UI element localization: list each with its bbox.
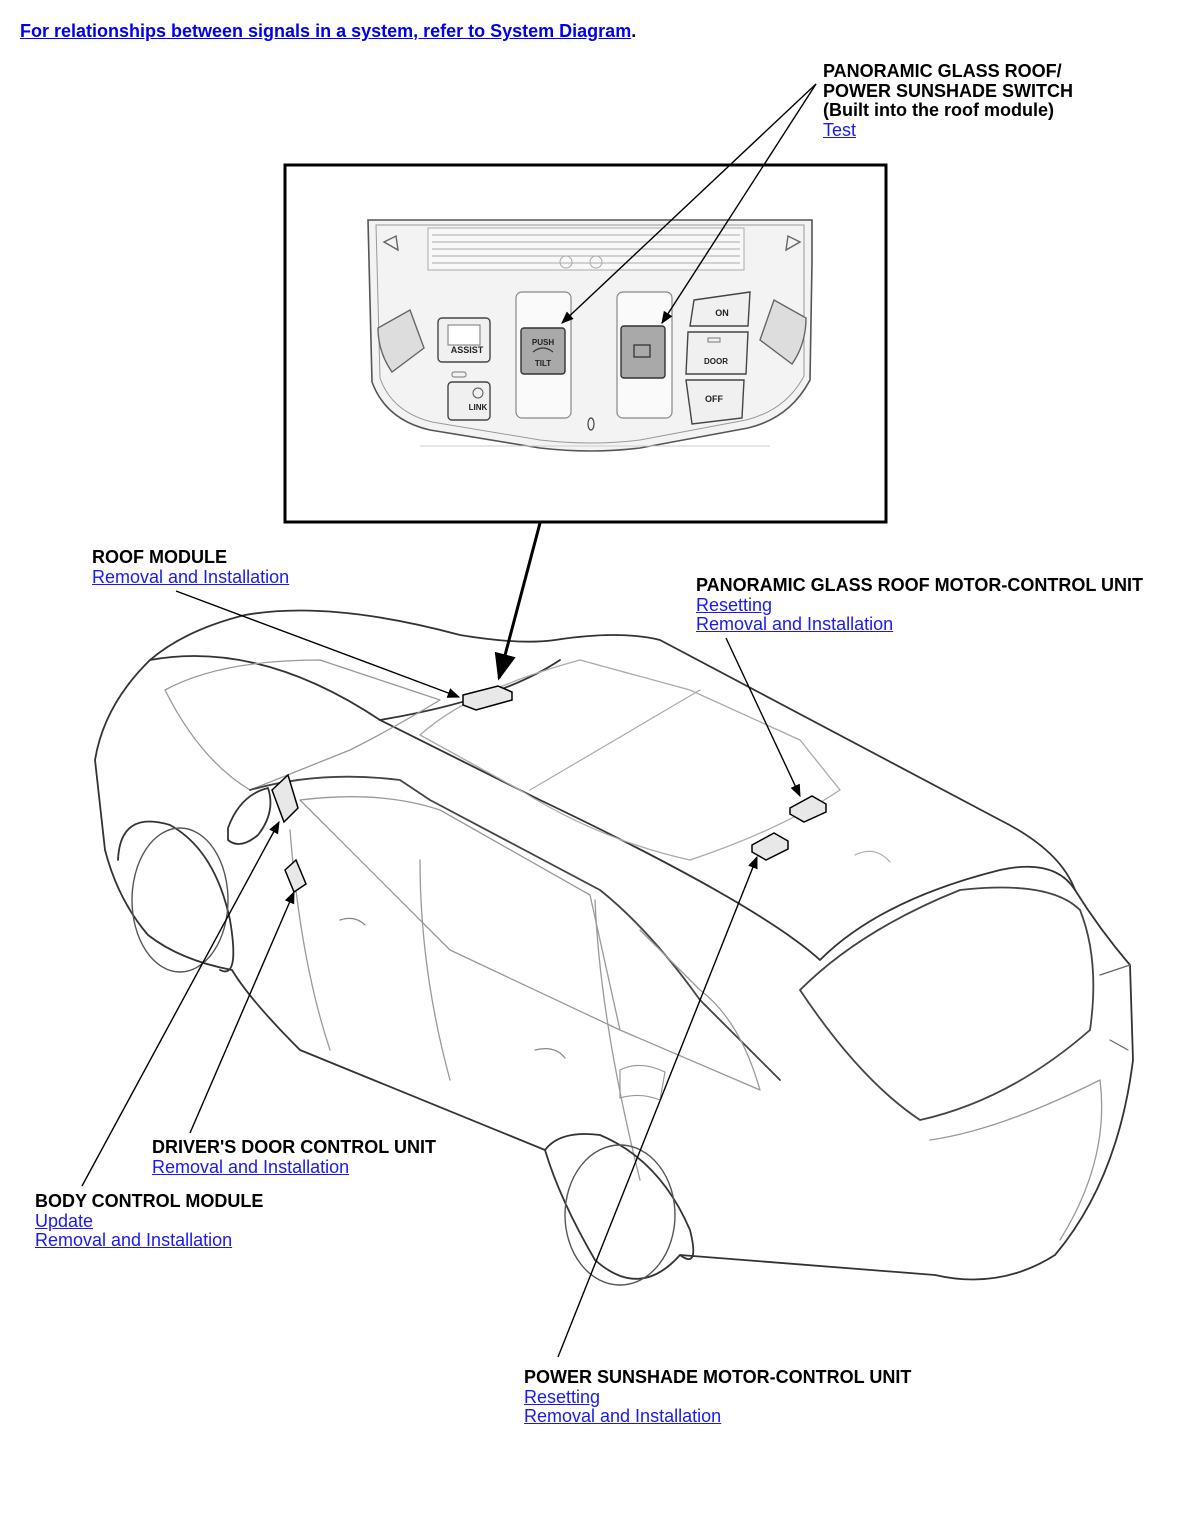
bcm-title: BODY CONTROL MODULE [35, 1191, 264, 1211]
roof-module-removal-link[interactable]: Removal and Installation [92, 566, 290, 587]
roof-module-callout: ROOF MODULE Removal and Installation [92, 547, 290, 587]
roof-motor-callout: PANORAMIC GLASS ROOF MOTOR-CONTROL UNIT … [696, 575, 1143, 635]
roof-module-inset: PUSH TILT ASSIST LINK ON DOOR OFF [283, 163, 888, 524]
door-unit-callout: DRIVER'S DOOR CONTROL UNIT Removal and I… [152, 1137, 436, 1177]
system-diagram-link[interactable]: For relationships between signals in a s… [20, 21, 632, 41]
roof-module-title: ROOF MODULE [92, 547, 227, 567]
sunshade-motor-callout: POWER SUNSHADE MOTOR-CONTROL UNIT Resett… [524, 1367, 912, 1427]
component-markers [271, 685, 827, 894]
roof-motor-marker [789, 795, 827, 823]
door-unit-title: DRIVER'S DOOR CONTROL UNIT [152, 1137, 436, 1157]
door-unit-removal-link[interactable]: Removal and Installation [152, 1156, 350, 1177]
roof-motor-title: PANORAMIC GLASS ROOF MOTOR-CONTROL UNIT [696, 575, 1143, 595]
tilt-label: TILT [535, 359, 551, 368]
roof-module-marker [462, 685, 513, 711]
bcm-callout: BODY CONTROL MODULE Update Removal and I… [35, 1191, 264, 1251]
door-unit-marker [284, 858, 307, 894]
sunshade-icon [633, 344, 651, 358]
assist-label: ASSIST [451, 345, 484, 355]
switch-test-link[interactable]: Test [823, 119, 857, 140]
roof-motor-removal-link[interactable]: Removal and Installation [696, 614, 894, 635]
intro-period: . [631, 21, 637, 41]
push-label: PUSH [532, 338, 554, 347]
link-label: LINK [469, 403, 488, 412]
bcm-update-link[interactable]: Update [35, 1210, 94, 1231]
switch-title-line-1: PANORAMIC GLASS ROOF/ [823, 61, 1062, 81]
switch-title-line-3: (Built into the roof module) [823, 100, 1054, 121]
on-label: ON [715, 308, 729, 318]
switch-title-line-2: POWER SUNSHADE SWITCH [823, 80, 1074, 101]
leader-lines [81, 83, 817, 1358]
sunshade-motor-resetting-link[interactable]: Resetting [524, 1386, 601, 1407]
roof-motor-resetting-link[interactable]: Resetting [696, 594, 773, 615]
sunshade-motor-marker [751, 832, 789, 861]
bcm-removal-link[interactable]: Removal and Installation [35, 1230, 233, 1251]
sunshade-motor-removal-link[interactable]: Removal and Installation [524, 1406, 722, 1427]
off-label: OFF [705, 394, 723, 404]
system-diagram-reference: For relationships between signals in a s… [20, 21, 636, 42]
switch-callout: PANORAMIC GLASS ROOF/ POWER SUNSHADE SWI… [823, 61, 1074, 140]
vehicle-illustration [94, 609, 1134, 1286]
door-label: DOOR [704, 357, 728, 366]
sunshade-motor-title: POWER SUNSHADE MOTOR-CONTROL UNIT [524, 1367, 912, 1387]
bcm-marker [271, 773, 299, 824]
